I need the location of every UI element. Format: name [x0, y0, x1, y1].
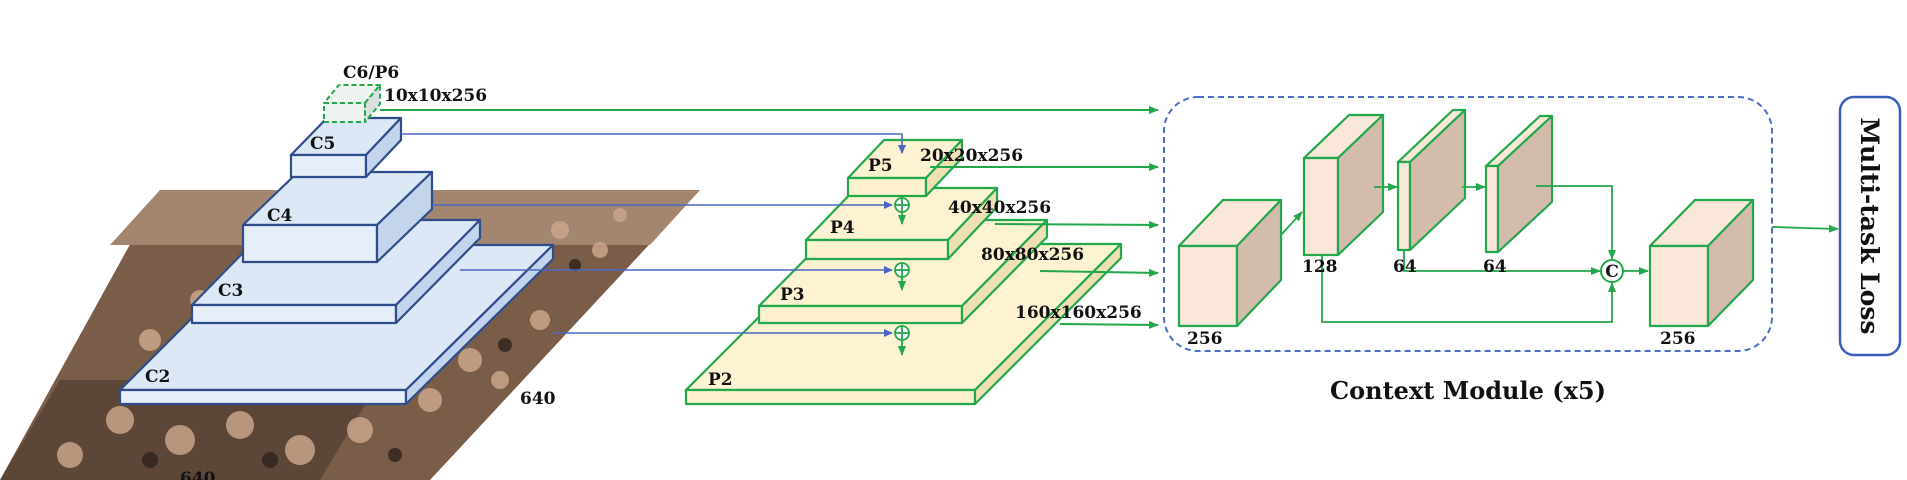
lateral-arrow-c5-p5 — [401, 133, 906, 154]
circle-plus-icon — [894, 197, 910, 225]
backbone-block-c4 — [241, 170, 434, 264]
arrow-p4-to-context — [994, 220, 1159, 229]
label-branch-64-b: 64 — [1483, 257, 1507, 277]
label-p2-size: 160x160x256 — [1015, 303, 1142, 323]
label-c6-size: 10x10x256 — [384, 86, 487, 106]
context-module-border — [1163, 96, 1773, 352]
context-block-input-256 — [1177, 198, 1283, 328]
feature-output-arrows — [380, 106, 1159, 329]
label-c6-p6: C6/P6 — [343, 63, 399, 83]
context-block-branch-64-a — [1396, 108, 1467, 252]
label-context-input-channels: 256 — [1187, 329, 1223, 349]
circle-plus-icon — [894, 262, 910, 291]
backbone-pyramid — [118, 116, 555, 406]
arrow-128-to-concat — [1321, 255, 1616, 323]
label-p4: P4 — [830, 218, 855, 238]
arrow-64b-to-concat — [1536, 185, 1616, 260]
context-block-branch-64-b — [1484, 114, 1554, 254]
multi-task-loss-label: Multi-task Loss — [1855, 117, 1884, 334]
context-block-branch-128 — [1302, 113, 1385, 257]
label-branch-64-a: 64 — [1393, 257, 1417, 277]
context-module-title: Context Module (x5) — [1330, 376, 1606, 405]
multi-task-loss-box — [1838, 95, 1902, 357]
label-p3: P3 — [780, 285, 805, 305]
label-p5-size: 20x20x256 — [920, 146, 1023, 166]
label-input-height: 640 — [180, 469, 216, 480]
label-p4-size: 40x40x256 — [948, 198, 1051, 218]
label-c5: C5 — [310, 134, 335, 154]
context-module-arrows — [1280, 183, 1839, 323]
label-branch-128: 128 — [1302, 257, 1338, 277]
arrow-p3-to-context — [1039, 268, 1159, 277]
arrow-64a-to-concat — [1403, 250, 1601, 275]
arrow-input-to-128 — [1280, 211, 1303, 236]
label-context-output-channels: 256 — [1660, 329, 1696, 349]
concat-node: C — [1600, 259, 1624, 283]
context-module-blocks — [1177, 108, 1755, 328]
arrow-p2-to-context — [1059, 320, 1159, 329]
backbone-block-c6-p6 — [323, 84, 381, 123]
label-c2: C2 — [145, 367, 170, 387]
label-p5: P5 — [868, 156, 893, 176]
context-block-output-256 — [1648, 198, 1755, 328]
concat-circle-icon — [1600, 259, 1624, 283]
label-input-width: 640 — [520, 389, 556, 409]
label-p3-size: 80x80x256 — [981, 245, 1084, 265]
label-c4: C4 — [267, 206, 293, 226]
concat-symbol: C — [1605, 262, 1619, 282]
circle-plus-icon — [894, 325, 910, 356]
backbone-block-c5 — [289, 116, 403, 179]
arrow-context-to-loss — [1771, 224, 1839, 233]
lateral-connections — [401, 133, 906, 337]
fpn-merge-nodes — [894, 197, 910, 356]
label-p2: P2 — [708, 370, 733, 390]
label-c3: C3 — [218, 281, 243, 301]
